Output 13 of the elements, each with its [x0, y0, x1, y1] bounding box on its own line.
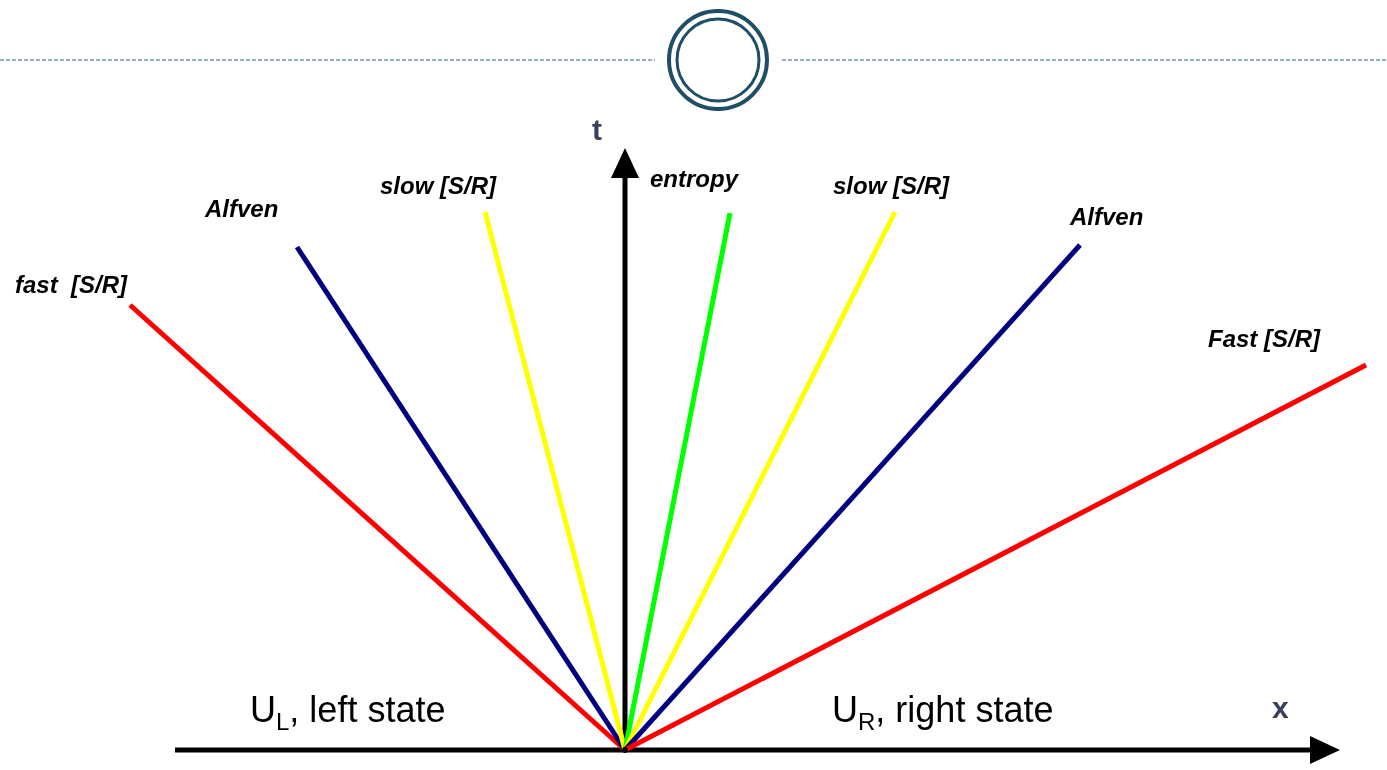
wave-label: Fast [S/R]: [1208, 326, 1320, 352]
wave-label: fast [S/R]: [15, 272, 127, 298]
origin-point: [622, 747, 628, 753]
state-label: U$_{L}$, left state: [250, 690, 446, 730]
wave-label: entropy: [650, 166, 738, 192]
axis-label: x: [1272, 692, 1289, 724]
state-label: U$_{R}$, right state: [832, 690, 1054, 730]
axis-label: t: [592, 114, 602, 146]
wave-label: slow [S/R]: [833, 173, 949, 199]
wave-label: slow [S/R]: [380, 173, 496, 199]
wave-label: Alfven: [1070, 204, 1144, 230]
wave-label: Alfven: [205, 196, 279, 222]
wave-line: [623, 362, 1368, 753]
